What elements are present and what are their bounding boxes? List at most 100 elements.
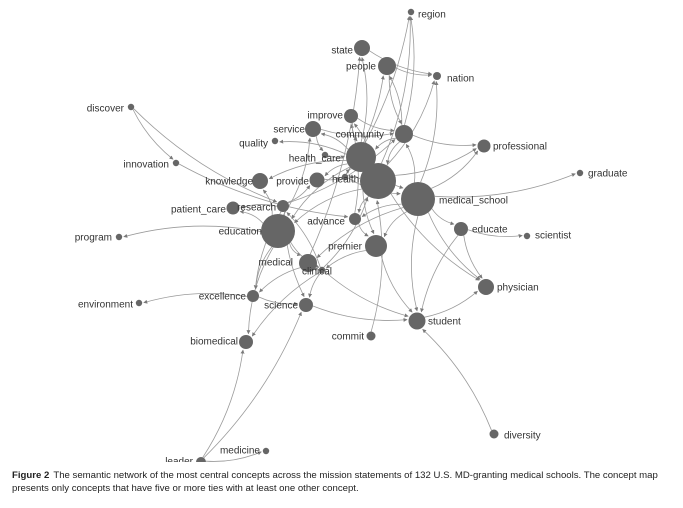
edge-medical_school-to-student — [411, 215, 419, 312]
edge-premier-to-student — [380, 255, 413, 313]
edge-medical_school-to-medical — [316, 207, 404, 258]
node-label-professional: professional — [493, 142, 547, 153]
node-label-service: service — [273, 125, 305, 136]
node-label-medicine: medicine — [220, 446, 260, 457]
node-scientist — [523, 232, 531, 240]
node-community — [395, 125, 413, 143]
edge-hub_b-to-knowledge — [268, 160, 347, 180]
edge-educate-to-student — [420, 235, 459, 313]
labels-layer: regionstatepeoplenationdiscoverimprovese… — [75, 10, 628, 463]
node-label-health: health — [332, 175, 359, 186]
edge-excellence-to-science — [258, 296, 298, 306]
node-label-knowledge: knowledge — [205, 177, 253, 188]
edge-student-to-physician — [424, 290, 478, 318]
edge-hub_b-to-state — [360, 57, 368, 143]
edge-medical_school-to-physician — [428, 212, 481, 280]
node-advance — [349, 213, 361, 225]
edge-premier-to-clinical — [325, 250, 366, 269]
node-commit — [366, 331, 376, 341]
node-label-nation: nation — [447, 74, 474, 85]
node-professional — [477, 139, 491, 153]
node-label-patient-care: patient_care — [171, 205, 226, 216]
edge-community-to-hub_a — [385, 141, 400, 165]
edge-hub_a-to-professional — [395, 148, 477, 176]
edge-hub_b-to-health — [345, 168, 352, 174]
edge-people-to-community — [388, 74, 402, 125]
node-label-educate: educate — [472, 225, 508, 236]
node-label-region: region — [418, 10, 446, 21]
node-health-care — [321, 151, 329, 159]
node-label-quality: quality — [239, 139, 268, 150]
edge-hub_b-to-education — [291, 166, 350, 220]
node-label-student: student — [428, 317, 461, 328]
node-service — [305, 121, 321, 137]
edge-research-to-patient_care — [240, 204, 278, 209]
node-innovation — [172, 159, 180, 167]
node-clinical — [318, 266, 326, 274]
edge-hub_a-to-nation — [386, 80, 436, 166]
edge-medical_school-to-nation — [420, 81, 439, 183]
edge-commit-to-hub_a — [370, 200, 383, 332]
edge-innovation-to-advance — [178, 163, 349, 219]
node-science — [299, 298, 313, 312]
edge-community-to-hub_b — [375, 137, 397, 150]
edge-medical_school-to-educate — [431, 208, 455, 226]
edge-people-to-nation — [395, 67, 432, 78]
node-label-improve: improve — [307, 111, 343, 122]
edge-clinical-to-science — [308, 272, 322, 298]
node-label-scientist: scientist — [535, 231, 571, 242]
node-label-medical-school: medical_school — [439, 196, 508, 207]
node-label-program: program — [75, 233, 112, 244]
edge-clinical-to-biomedical — [251, 271, 320, 337]
node-label-physician: physician — [497, 283, 539, 294]
edge-provide-to-health — [324, 177, 341, 181]
node-educate — [454, 222, 468, 236]
node-graduate — [576, 169, 584, 177]
edge-medical-to-excellence — [259, 267, 301, 293]
edge-medical_school-to-professional — [431, 150, 479, 189]
edge-medical_school-to-premier — [383, 211, 407, 238]
edge-hub_a-to-region — [381, 16, 413, 164]
node-label-innovation: innovation — [123, 160, 169, 171]
node-hub-a — [360, 163, 396, 199]
edge-clinical-to-hub_a — [323, 197, 369, 268]
node-quality — [271, 137, 279, 145]
edge-leader-to-science — [203, 311, 302, 459]
edge-research-to-provide — [287, 185, 311, 203]
edge-hub_b-to-service — [320, 132, 349, 150]
node-state — [354, 40, 370, 56]
edge-discover-to-research — [133, 108, 278, 203]
node-label-excellence: excellence — [199, 292, 247, 303]
node-label-clinical: clinical — [302, 267, 332, 278]
edge-clinical-to-student — [324, 271, 409, 318]
node-label-leader: leader — [165, 457, 193, 463]
edge-hub_a-to-physician — [390, 193, 480, 281]
edge-education-to-patient_care — [239, 209, 264, 224]
nodes-layer — [115, 8, 584, 462]
node-biomedical — [239, 335, 253, 349]
node-improve — [344, 109, 358, 123]
node-health — [341, 173, 349, 181]
node-label-diversity: diversity — [504, 431, 541, 442]
edge-educate-to-physician — [463, 235, 483, 279]
node-label-research: research — [237, 203, 276, 214]
node-environment — [135, 299, 143, 307]
node-nation — [433, 72, 441, 80]
node-research — [277, 200, 289, 212]
node-education — [261, 214, 295, 248]
node-label-discover: discover — [87, 104, 125, 115]
edge-hub_a-to-health — [349, 174, 361, 180]
node-label-environment: environment — [78, 300, 133, 311]
edge-medical_school-to-community — [405, 143, 416, 183]
edge-hub_a-to-education — [294, 188, 362, 223]
node-student — [408, 312, 426, 330]
node-label-medical: medical — [259, 258, 293, 269]
edge-hub_b-to-quality — [279, 139, 347, 155]
node-discover — [127, 103, 135, 111]
node-label-education: education — [219, 227, 262, 238]
node-region — [407, 8, 415, 16]
node-label-graduate: graduate — [588, 169, 628, 180]
edge-discover-to-innovation — [132, 109, 174, 160]
node-label-provide: provide — [276, 177, 309, 188]
